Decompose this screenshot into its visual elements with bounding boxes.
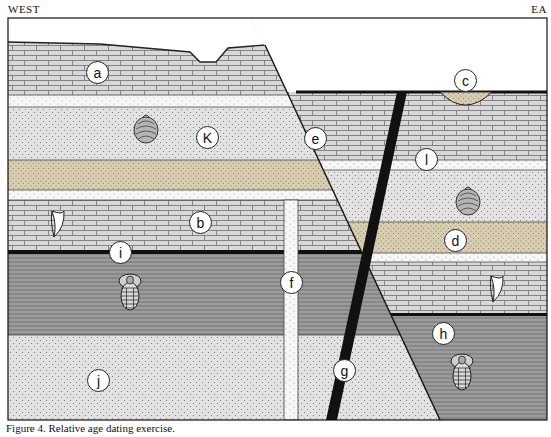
callout-circle: b [189,211,212,234]
callout-circle: h [432,322,455,345]
callout-circle: j [87,369,110,392]
callout-letter: K [203,131,212,145]
direction-label: EA [531,3,547,15]
callout-circle: d [444,229,467,252]
callout-letter: i [119,246,122,260]
callout-letter: l [425,153,428,167]
callout-circle: g [333,359,356,382]
callout-letter: c [462,74,469,88]
direction-label: WEST [8,3,40,15]
callout-letter: a [94,66,102,80]
callout-letter: g [341,364,349,378]
callout-circle: a [86,61,109,84]
callout-circle: i [109,241,132,264]
callout-circle: c [454,69,477,92]
callout-circle: l [415,148,438,171]
callout-letter: d [452,234,460,248]
callout-letter: j [97,374,100,388]
callout-letter: e [312,132,320,146]
callout-letter: b [197,216,205,230]
callout-letter: h [440,327,448,341]
callout-circle: f [280,271,303,294]
callout-circle: e [304,127,327,150]
callout-circle: K [196,126,219,149]
callout-letter: f [290,276,294,290]
figure-caption: Figure 4. Relative age dating exercise. [6,422,175,434]
